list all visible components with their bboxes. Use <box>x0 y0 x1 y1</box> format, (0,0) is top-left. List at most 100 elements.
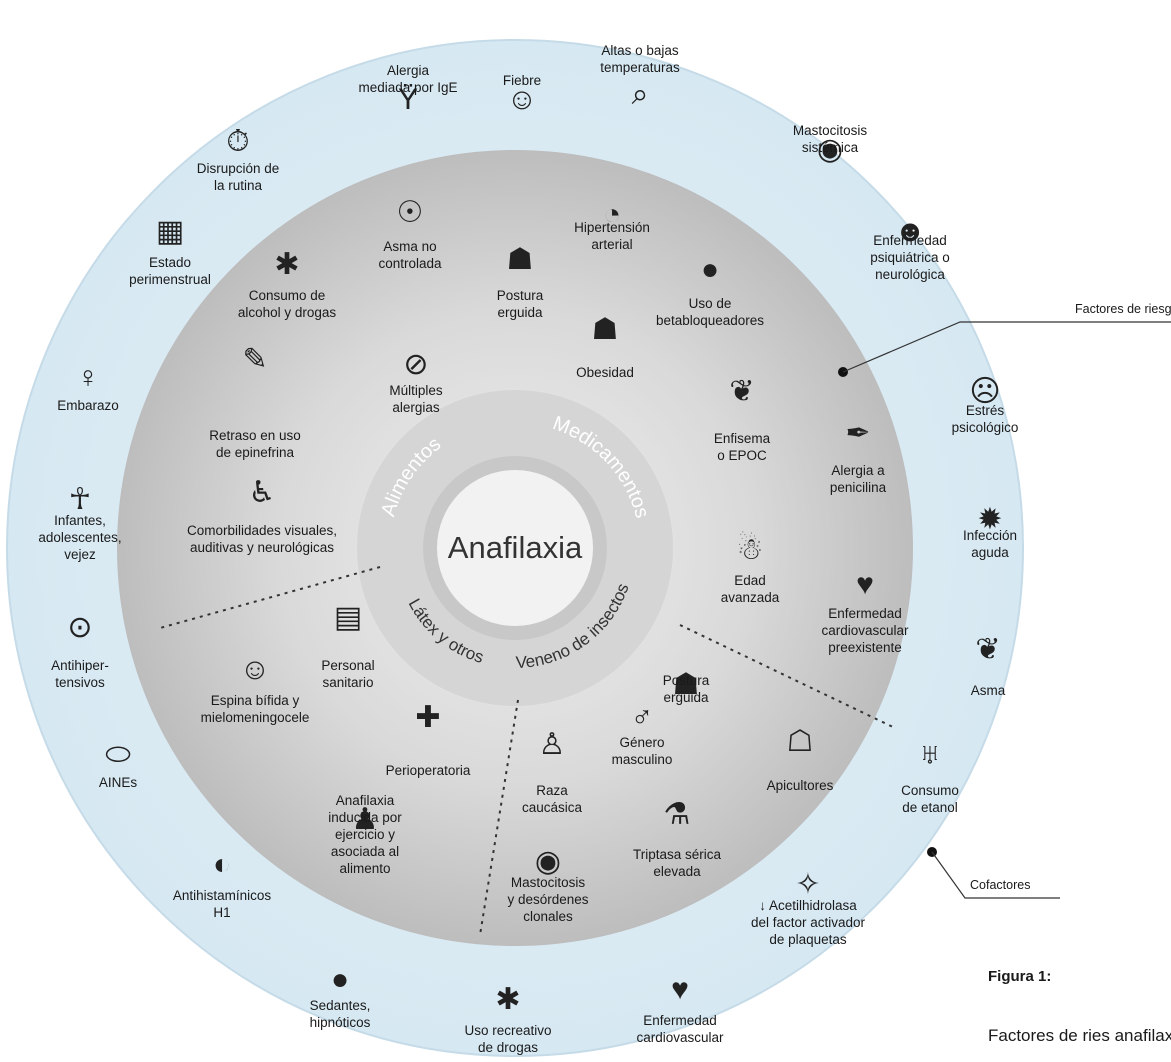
outer-line: Estado <box>148 255 192 270</box>
inner-line: Género <box>619 735 665 750</box>
inner-line: alergias <box>392 400 440 415</box>
center-title: Anafilaxia <box>447 530 583 565</box>
hospital-icon: ▤ <box>333 601 363 634</box>
factores-label: Factores de riesgo <box>1075 302 1171 316</box>
syringe-icon: ✒ <box>845 417 871 450</box>
inner-line: masculino <box>611 752 673 767</box>
thermometer-icon: ⌕ <box>631 78 649 111</box>
outer-label-17: Embarazo <box>57 397 119 414</box>
fever-icon: ☺ <box>506 83 538 116</box>
inner-line: Hipertensión <box>574 220 650 235</box>
inner-label-3: Uso de betabloqueadores <box>656 295 764 329</box>
inner-line: erguida <box>497 305 543 320</box>
outer-line: Alergia <box>386 63 430 78</box>
inner-line: y desórdenes <box>507 892 589 907</box>
outer-line: de plaquetas <box>769 932 847 947</box>
virus-icon: ✹ <box>977 503 1003 536</box>
heart-icon: ♥ <box>671 973 689 1006</box>
disability-icon: ♿ <box>248 476 276 509</box>
outer-line: perimenstrual <box>129 272 211 287</box>
inner-line: Anafilaxia <box>335 793 395 808</box>
person-icon: ♙ <box>538 728 566 761</box>
inner-line: Obesidad <box>576 365 634 380</box>
injector-icon: ✎ <box>242 343 268 376</box>
sphygmomanometer-icon: ◔ <box>602 198 622 231</box>
inner-line: Perioperatoria <box>385 763 471 778</box>
inner-line: avanzada <box>720 590 780 605</box>
inner-line: alimento <box>339 861 391 876</box>
inner-line: ejercicio y <box>334 827 396 842</box>
outer-line: Estrés <box>965 403 1005 418</box>
outer-line: neurológica <box>875 267 945 282</box>
stress-icon: ☹ <box>969 375 1001 408</box>
brain-icon: ☻ <box>894 215 926 248</box>
divider-left <box>159 566 381 629</box>
inner-line: caucásica <box>521 800 583 815</box>
outer-label-18: Estado perimenstrual <box>129 254 211 288</box>
inner-label-1: Postura erguida <box>497 287 544 321</box>
outer-line: la rutina <box>213 178 263 193</box>
outer-label-14: AINEs <box>99 774 137 791</box>
cofactores-leader <box>931 851 1060 899</box>
outer-line: Antihistamínicos <box>172 888 272 903</box>
inner-line: Consumo de <box>248 288 326 303</box>
standing-icon: ☗ <box>672 668 700 701</box>
outer-line: Consumo <box>901 783 959 798</box>
outer-line: ↓ Acetilhidrolasa <box>759 898 857 913</box>
ages-icon: ☥ <box>68 483 92 516</box>
inner-line: sanitario <box>322 675 374 690</box>
outer-line: Mastocitosis <box>792 123 868 138</box>
surgery-icon: ✚ <box>415 701 441 734</box>
outer-line: Enfermedad <box>873 233 947 248</box>
inner-line: Comorbilidades visuales, <box>186 523 338 538</box>
outer-label-5: Estrés psicológico <box>952 402 1019 436</box>
inner-line: Postura <box>496 288 544 303</box>
inner-line: asociada al <box>330 844 400 859</box>
outer-line: Altas o bajas <box>601 43 679 58</box>
outer-line: adolescentes, <box>38 530 122 545</box>
baby-icon: ☺ <box>239 653 271 686</box>
test-tube-icon: ⚗ <box>663 798 691 831</box>
inner-label-4: Obesidad <box>576 364 634 381</box>
outer-line: psicológico <box>951 420 1019 435</box>
outer-line: Infantes, <box>54 513 106 528</box>
inner-line: de epinefrina <box>215 445 295 460</box>
outer-line: mediada por IgE <box>358 80 458 95</box>
inner-line: Retraso en uso <box>209 428 301 443</box>
inner-label-19: Apicultores <box>767 777 834 794</box>
factores-leader <box>842 321 1171 373</box>
calendar-icon: ▦ <box>155 215 185 248</box>
inner-line: Asma no <box>383 239 437 254</box>
outer-label-0: Alergia mediada por IgE <box>358 62 457 96</box>
standing-icon: ☗ <box>506 243 534 276</box>
inner-line: erguida <box>663 690 709 705</box>
blood-pressure-icon: ⊙ <box>67 611 93 644</box>
outer-line: Sedantes, <box>309 998 371 1013</box>
inner-label-13: Personal sanitario <box>321 657 374 691</box>
inner-line: Enfermedad <box>828 606 902 621</box>
inner-line: o EPOC <box>717 448 767 463</box>
outer-line: tensivos <box>55 675 105 690</box>
antibody-icon: Ÿ <box>397 83 419 116</box>
heart-icon: ♥ <box>856 568 874 601</box>
inner-line: Uso de <box>688 296 732 311</box>
inner-line: betabloqueadores <box>655 313 765 328</box>
inner-line: preexistente <box>828 640 902 655</box>
lungs-icon: ❦ <box>729 375 755 408</box>
inner-line: Personal <box>321 658 375 673</box>
